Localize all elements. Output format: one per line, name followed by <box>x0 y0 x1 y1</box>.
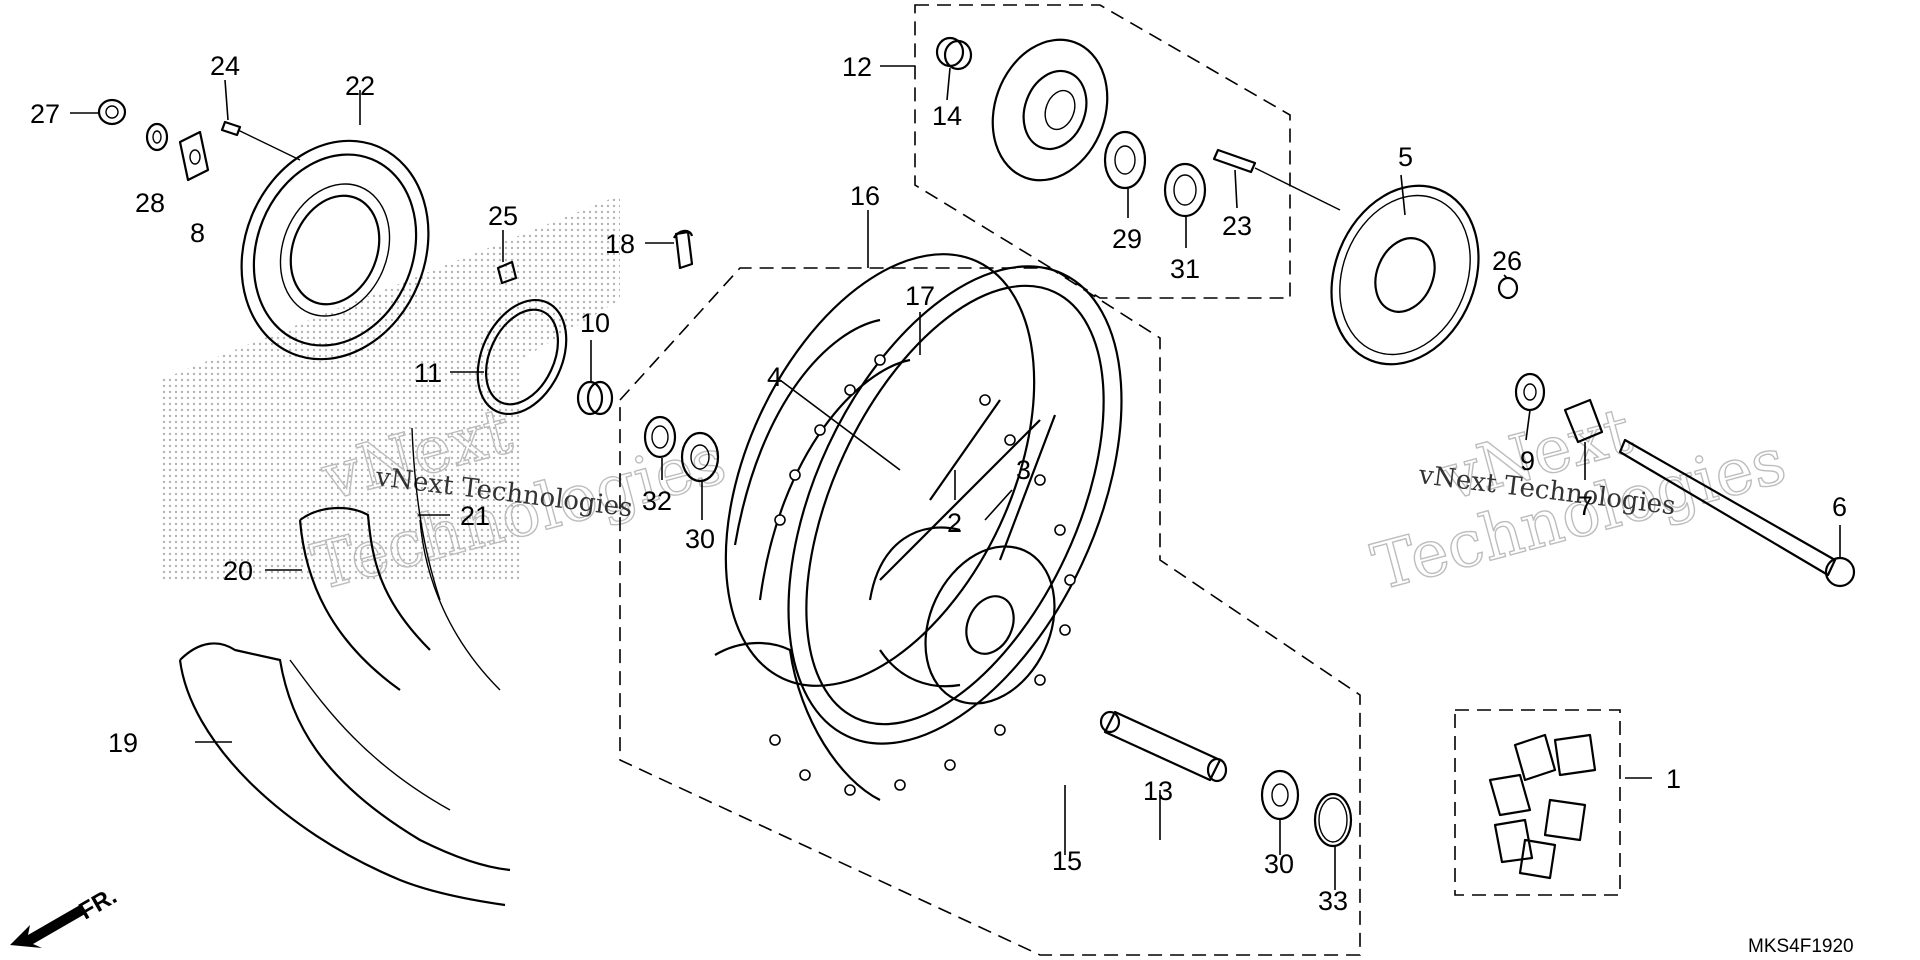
callout-14: 14 <box>932 101 962 131</box>
callout-32: 32 <box>642 486 672 516</box>
front-direction-indicator: FR. <box>10 882 121 948</box>
callout-26: 26 <box>1492 246 1522 276</box>
bolt-25-drawing <box>496 260 518 285</box>
front-arrow-icon <box>10 905 85 948</box>
callout-3: 3 <box>1016 455 1031 485</box>
callout-22: 22 <box>345 71 375 101</box>
callout-23: 23 <box>1222 211 1252 241</box>
leader-lines <box>70 65 1841 890</box>
callout-15: 15 <box>1052 846 1082 876</box>
callout-2: 2 <box>947 508 962 538</box>
dotted-shading <box>160 195 620 580</box>
callout-24: 24 <box>210 51 240 81</box>
callout-1: 1 <box>1666 764 1681 794</box>
watermark: vNext Technologies vNext Technologies vN… <box>304 394 1794 607</box>
distance-collar-drawing <box>1099 710 1228 783</box>
callout-7: 7 <box>1578 491 1593 521</box>
valve-cap-18-drawing <box>673 229 694 270</box>
callout-27: 27 <box>30 99 60 129</box>
callout-18: 18 <box>605 229 635 259</box>
small-hardware-drawing <box>97 98 301 182</box>
tire-drawing <box>178 427 511 907</box>
callout-11: 11 <box>414 358 442 388</box>
callout-30-right: 30 <box>1264 849 1294 879</box>
callout-30-left: 30 <box>685 524 715 554</box>
collar-10-drawing <box>576 380 614 416</box>
callout-9: 9 <box>1520 446 1535 476</box>
hub-carrier-drawing <box>935 36 1109 182</box>
callout-labels: 1 2 3 4 5 6 7 8 9 10 11 12 13 14 15 16 1… <box>30 51 1847 916</box>
callout-33: 33 <box>1318 886 1348 916</box>
sprocket-drawing <box>1330 184 1519 366</box>
brake-disc-drawing <box>240 139 430 361</box>
callout-6: 6 <box>1832 492 1847 522</box>
callout-19: 19 <box>108 728 138 758</box>
callout-12: 12 <box>842 52 872 82</box>
callout-13: 13 <box>1143 776 1173 806</box>
group-box-hub <box>914 4 1291 299</box>
callout-20: 20 <box>223 556 253 586</box>
bearings-drawing <box>1103 130 1341 218</box>
callout-25: 25 <box>488 201 518 231</box>
callout-16: 16 <box>850 181 880 211</box>
callout-8: 8 <box>190 218 205 248</box>
callout-29: 29 <box>1112 224 1142 254</box>
wheel-drawing <box>714 253 1123 801</box>
ring-11-drawing <box>476 298 568 416</box>
callout-4: 4 <box>767 362 782 392</box>
callout-5: 5 <box>1398 142 1413 172</box>
bearing-oring-drawing <box>1260 769 1353 848</box>
callout-21: 21 <box>460 501 490 531</box>
seal-bearing-left-drawing <box>643 415 720 483</box>
callout-17: 17 <box>905 281 935 311</box>
group-box-wheel <box>619 267 1361 956</box>
callout-28: 28 <box>135 188 165 218</box>
damper-rubbers-drawing <box>1488 733 1597 880</box>
drawing-code: MKS4F1920 <box>1748 936 1854 957</box>
callout-31: 31 <box>1170 254 1200 284</box>
group-box-dampers <box>1454 709 1621 896</box>
callout-10: 10 <box>580 308 610 338</box>
front-indicator-label: FR. <box>75 882 122 925</box>
